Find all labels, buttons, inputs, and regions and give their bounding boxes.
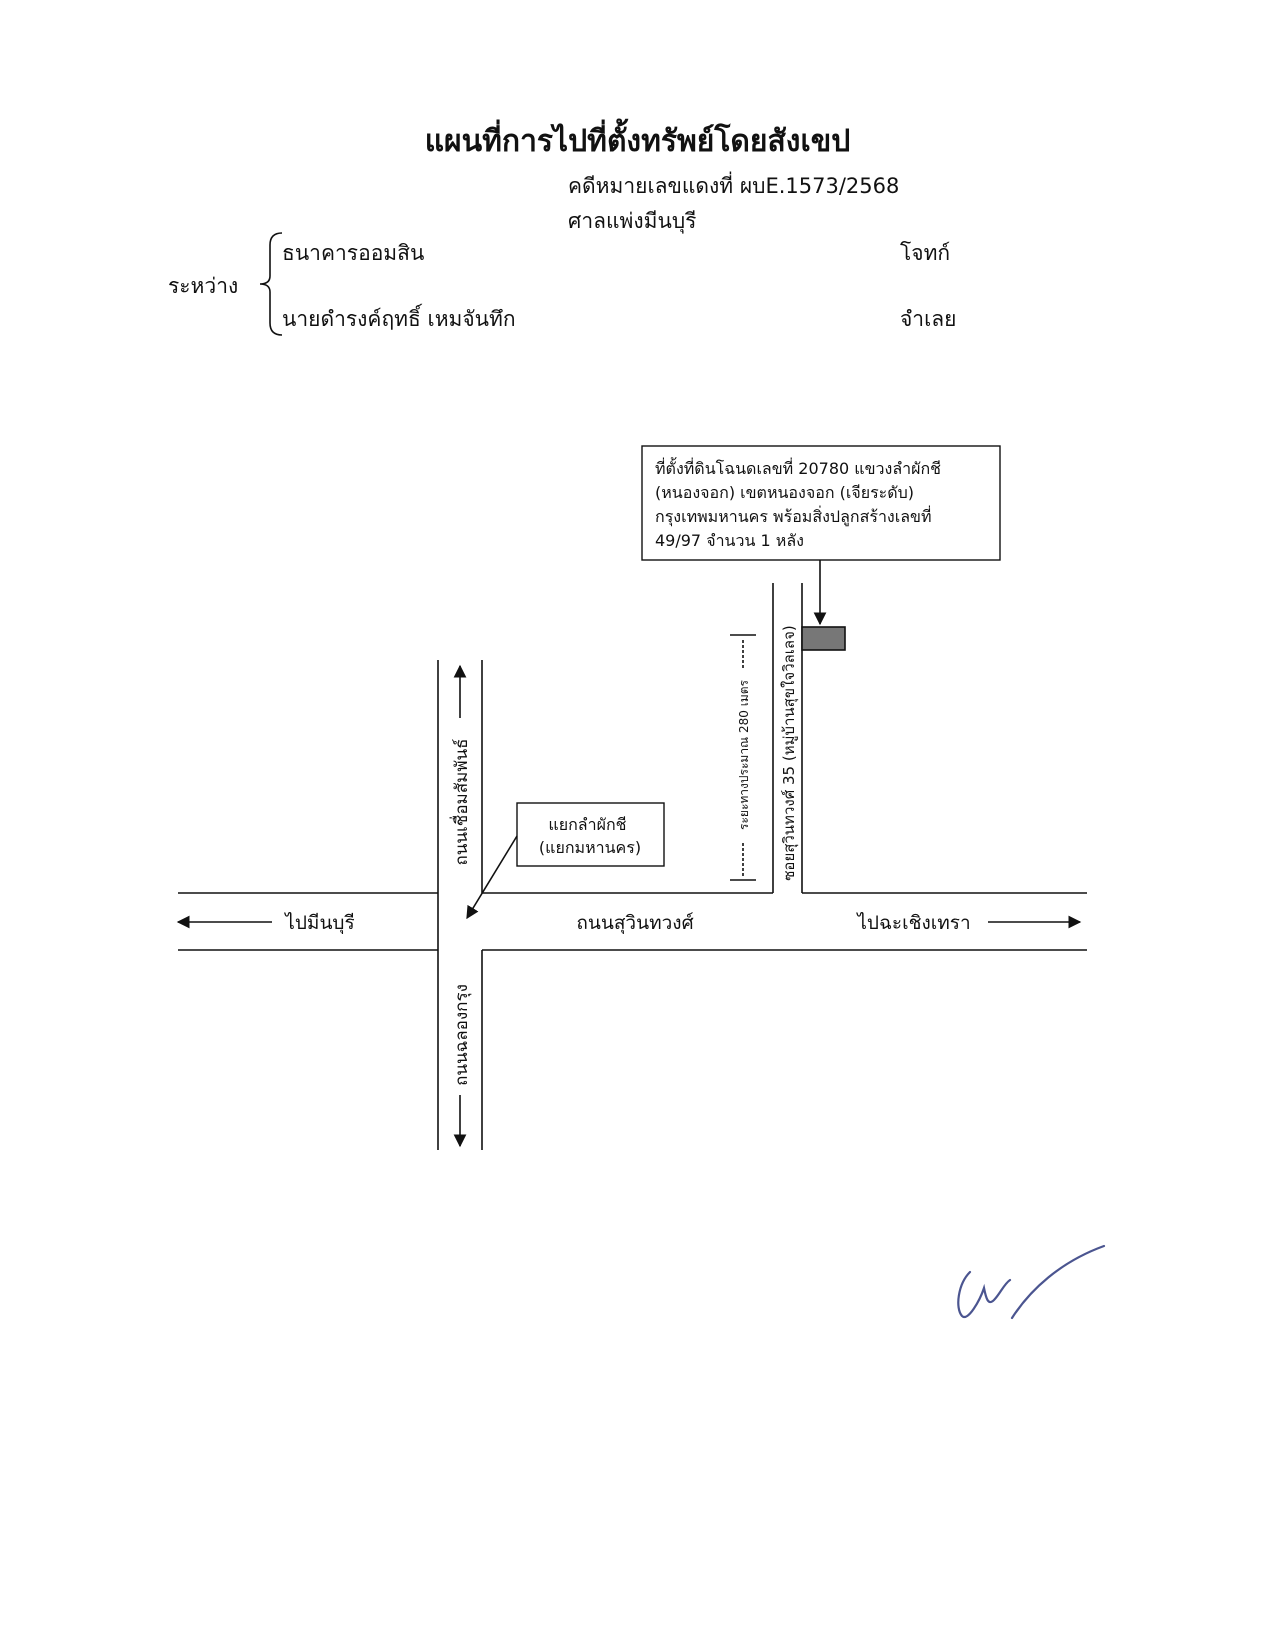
north-road-label: ถนนเชื่อมสัมพันธ์ [449,738,472,865]
property-info-line: กรุงเทพมหานคร พร้อมสิ่งปลูกสร้างเลขที่ [655,505,932,527]
distance-indicator [730,634,756,881]
junction-label: (แยกมหานคร) [539,838,641,857]
junction-box [516,802,665,867]
property-marker [801,626,846,651]
property-info-line: ที่ตั้งที่ดินโฉนดเลขที่ 20780 แขวงลำผักช… [655,457,941,478]
defendant-name: นายดำรงค์ฤทธิ์ เหมจันทึก [282,307,516,331]
svg-text:ที่ตั้งที่ดินโฉนดเลขที่ 20780: ที่ตั้งที่ดินโฉนดเลขที่ 20780 แขวงลำผักช… [655,457,946,550]
soi-label: ซอยสุวินทวงศ์ 35 (หมู่บ้านสุขใจวิลเลจ) [780,625,799,881]
property-info-line: (หนองจอก) เขตหนองจอก (เจียระดับ) [655,483,914,502]
south-road-label: ถนนฉลองกรุง [452,984,472,1086]
junction-label: แยกลำผักชี [548,815,626,834]
to-west-label: ไปมีนบุรี [283,912,354,935]
brace-icon [259,232,283,336]
signature [957,1244,1106,1320]
cross-road [437,660,483,1150]
between-label: ระหว่าง [168,274,239,298]
page-title: แผนที่การไปที่ตั้งทรัพย์โดยสังเขป [424,124,851,159]
distance-label: ระยะทางประมาณ 280 เมตร [737,679,751,830]
to-east-label: ไปฉะเชิงเทรา [855,912,970,934]
property-info-line: 49/97 จำนวน 1 หลัง [655,531,804,550]
plaintiff-role: โจทก์ [900,241,951,265]
main-road-label: ถนนสุวินทวงศ์ [576,912,693,935]
property-info-box [641,445,1001,561]
main-road [178,892,1087,951]
case-number: คดีหมายเลขแดงที่ ผบE.1573/2568 [568,174,900,198]
junction-pointer-arrow [466,835,518,920]
plaintiff-name: ธนาคารออมสิน [282,241,425,265]
svg-text:แยกลำผักชี (แยกมหานคร): แยกลำผักชี (แยกมหานคร) [539,815,641,857]
defendant-role: จำเลย [900,307,957,331]
court-name: ศาลแพ่งมีนบุรี [568,209,697,233]
